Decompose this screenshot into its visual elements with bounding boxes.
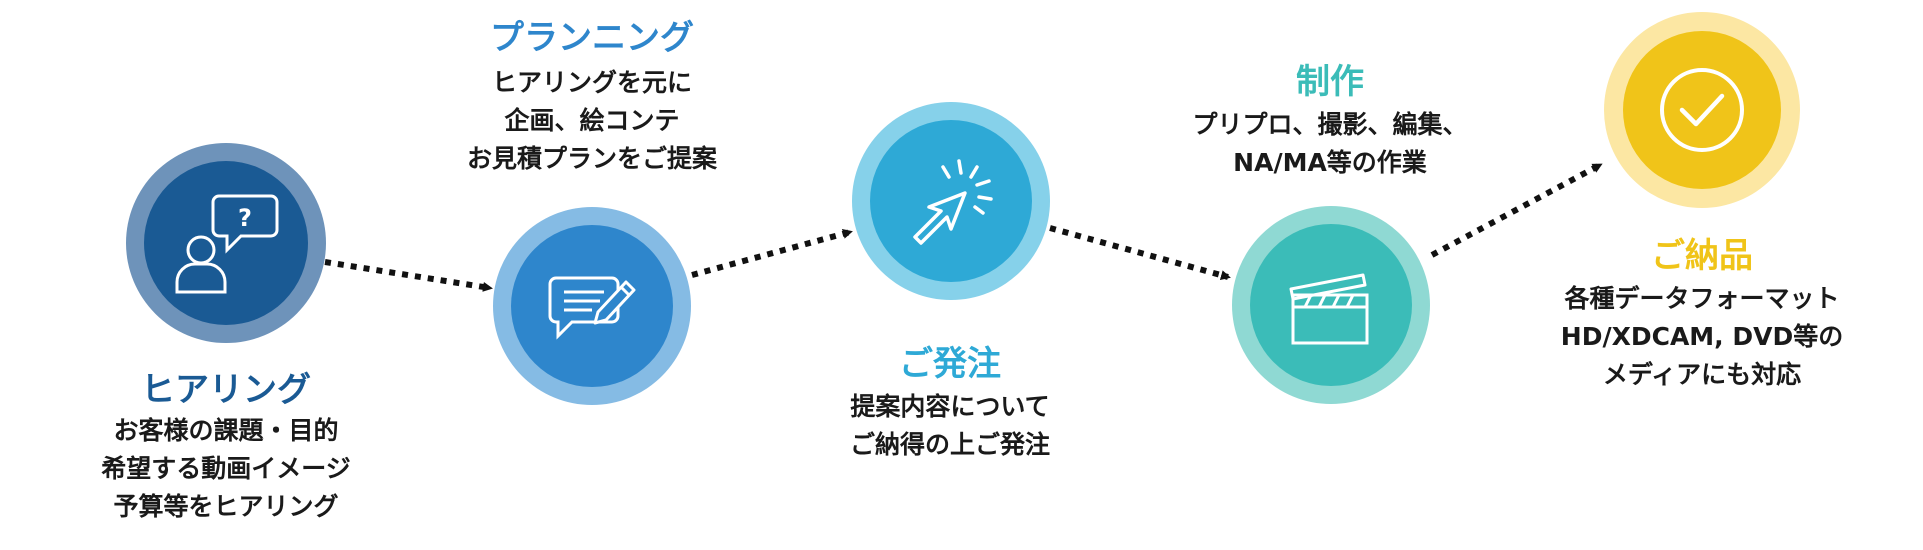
checkmark-circle-icon — [1660, 68, 1744, 152]
step-2-line-1: ヒアリングを元に — [491, 68, 692, 97]
arrow-1-to-2 — [324, 259, 493, 292]
step-1-line-3: 予算等をヒアリング — [113, 492, 339, 521]
step-3-line-2: ご納得の上ご発注 — [849, 430, 1050, 459]
step-2-title: プランニング — [490, 18, 694, 58]
step-4-title: 制作 — [1296, 62, 1364, 102]
step-5-description: 各種データフォーマット HD/XDCAM, DVD等の メディアにも対応 — [1512, 280, 1892, 394]
chat-pen-icon — [548, 276, 636, 340]
step-1-description: お客様の課題・目的 希望する動画イメージ 予算等をヒアリング — [46, 412, 406, 526]
step-3-description: 提案内容について ご納得の上ご発注 — [770, 388, 1130, 464]
step-3-title: ご発注 — [899, 344, 1001, 384]
step-1-line-2: 希望する動画イメージ — [101, 454, 351, 483]
step-1-line-1: お客様の課題・目的 — [113, 416, 339, 445]
step-5-title: ご納品 — [1651, 236, 1753, 276]
step-5-line-3: メディアにも対応 — [1602, 360, 1802, 389]
step-4-circle — [1232, 206, 1430, 404]
step-5-circle — [1604, 12, 1800, 208]
step-4-line-2: NA/MA等の作業 — [1233, 148, 1427, 177]
step-4-line-1: プリプロ、撮影、編集、 — [1192, 110, 1468, 139]
svg-text:?: ? — [238, 204, 252, 232]
speech-bubble-question-person-icon: ? — [175, 194, 279, 294]
step-1-circle: ? — [126, 143, 326, 343]
step-2-circle — [493, 207, 691, 405]
clapperboard-icon — [1289, 273, 1369, 345]
step-2-line-2: 企画、絵コンテ — [504, 106, 680, 135]
step-2-line-3: お見積プランをご提案 — [466, 144, 717, 173]
arrow-2-to-3 — [691, 229, 853, 278]
step-4-description: プリプロ、撮影、編集、 NA/MA等の作業 — [1150, 106, 1510, 182]
step-5-line-2: HD/XDCAM, DVD等の — [1560, 322, 1844, 351]
step-3-line-1: 提案内容について — [850, 392, 1050, 421]
arrow-4-to-5 — [1430, 162, 1603, 258]
step-2-description: ヒアリングを元に 企画、絵コンテ お見積プランをご提案 — [412, 64, 772, 178]
cursor-click-icon — [913, 159, 993, 245]
step-5-line-1: 各種データフォーマット — [1564, 284, 1840, 313]
arrow-3-to-4 — [1049, 225, 1231, 280]
step-3-circle — [852, 102, 1050, 300]
step-1-title: ヒアリング — [141, 370, 311, 410]
